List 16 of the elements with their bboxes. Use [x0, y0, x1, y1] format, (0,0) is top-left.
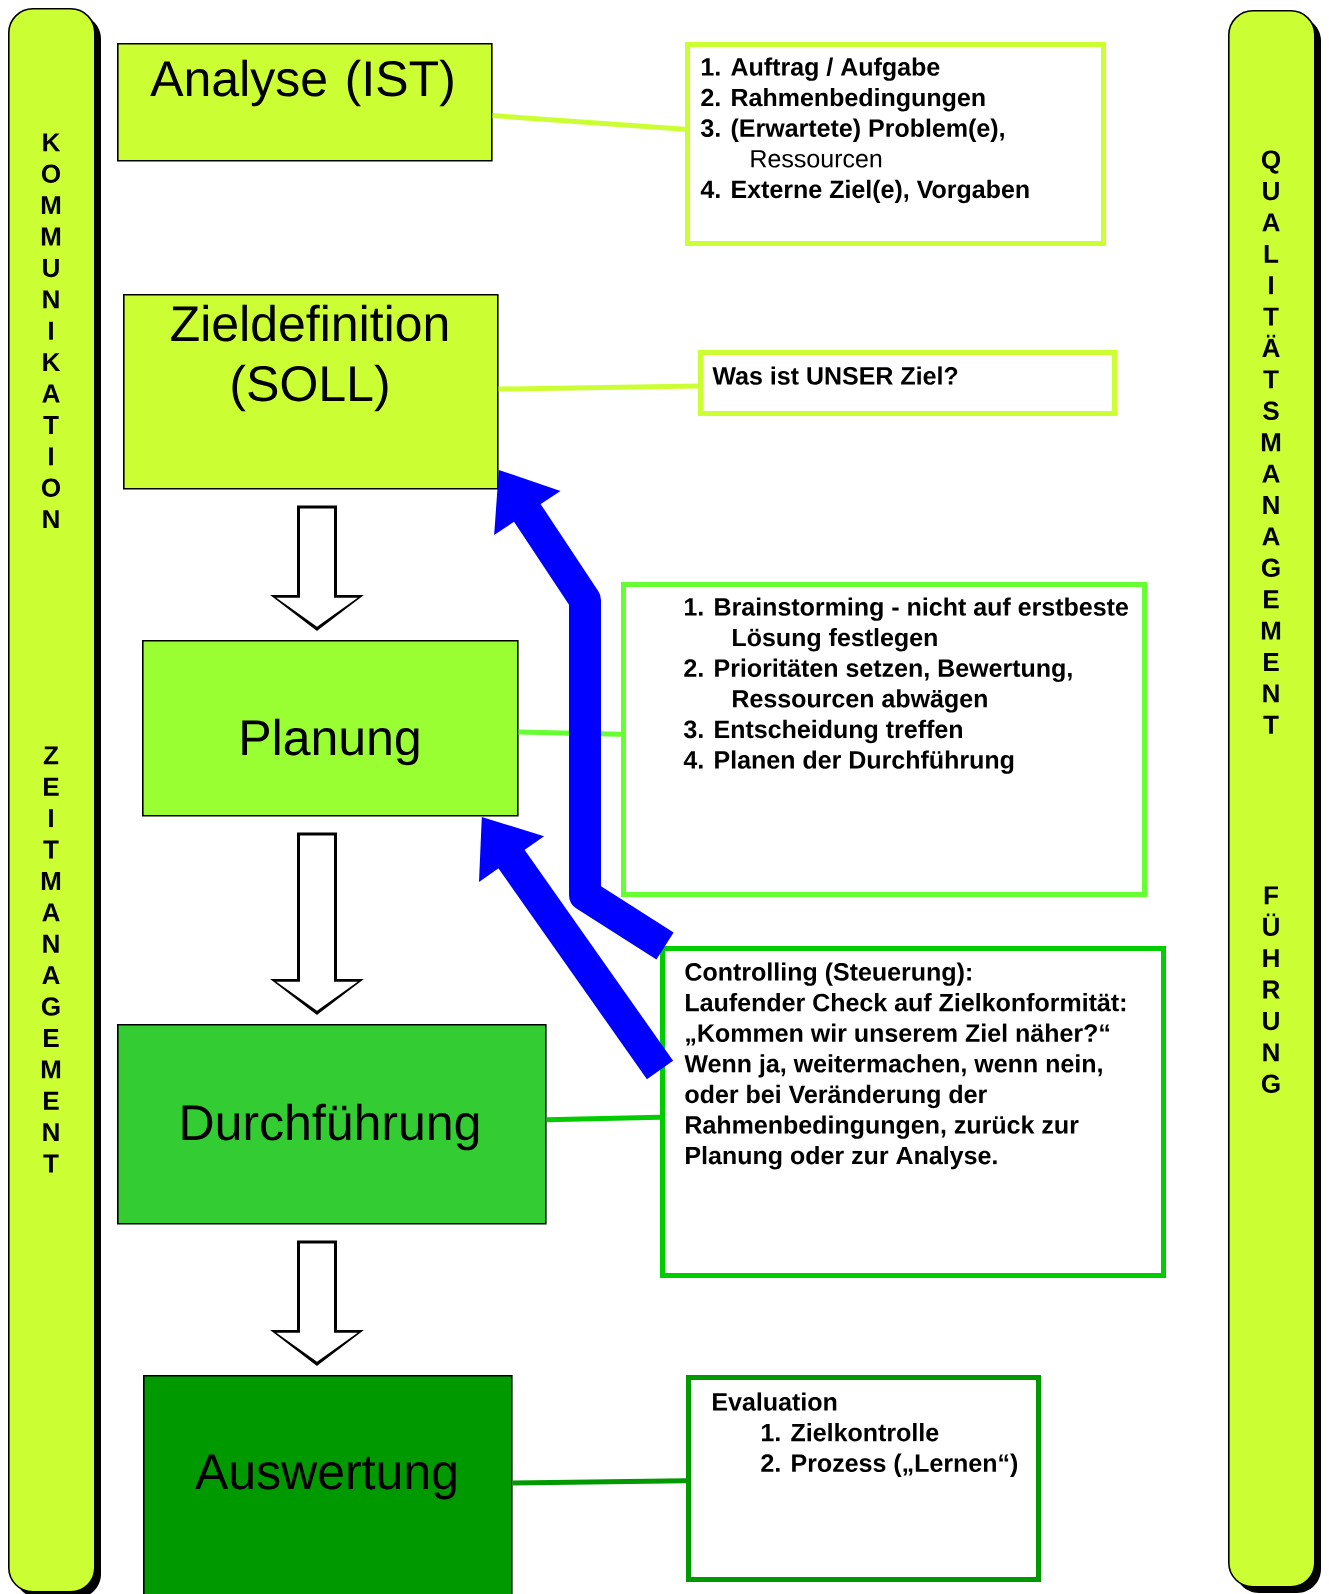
note-box: Evaluation 1. Zielkontrolle 2. Prozess („Lernen“): [686, 1375, 1041, 1582]
note-box: 1. Auftrag / Aufgabe 2. Rahmenbedingungen 3. (Erwartete) Problem(e), Ressourcen 4. Externe Ziel(e), Vorgaben: [685, 42, 1106, 246]
stage-box: Durchführung: [117, 1024, 547, 1225]
vertical-banner: QUALITÄTSMANAGEMENT FÜHRUNG: [1228, 10, 1321, 1593]
connector-line: [498, 383, 699, 392]
note-box: Was ist UNSER Ziel?: [698, 350, 1117, 416]
vertical-banner: KOMMUNIKATION ZEITMANAGEMENT: [8, 8, 101, 1594]
connector-line: [492, 113, 686, 132]
connector-line: [546, 1114, 661, 1123]
stage-box: Analyse (IST): [117, 43, 493, 162]
stage-box: Zieldefinition (SOLL): [123, 294, 499, 490]
stage-box: Auswertung: [143, 1375, 513, 1594]
stage-box: Planung: [142, 640, 519, 817]
connector-line: [512, 1478, 687, 1486]
note-box: 1. Brainstorming - nicht auf erstbeste Lösung festlegen 2. Prioritäten setzen, Bewertung, Ressourcen abwägen 3. Entscheidung treffen 4. Planen der Durchführung: [621, 582, 1147, 897]
note-box: Controlling (Steuerung): Laufender Check auf Zielkonformität: „Kommen wir unserem Ziel näher?“ Wenn ja, weitermachen, wenn nein, oder bei Veränderung der Rahmenbedingungen, zurück zur Planung oder zur Analyse.: [660, 946, 1166, 1278]
